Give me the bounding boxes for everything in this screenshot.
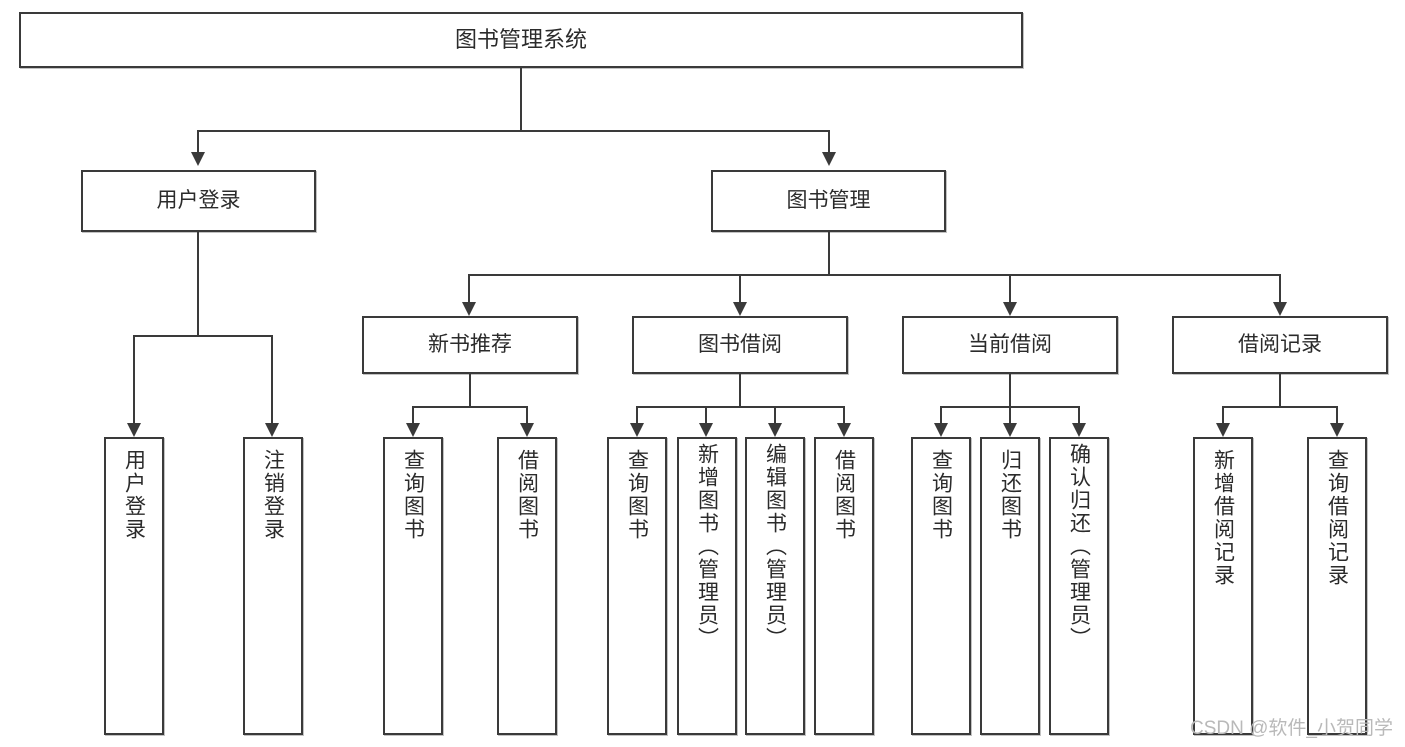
connector-book-management-stem xyxy=(828,232,830,274)
leaf-return-book[interactable]: 归还图书 xyxy=(980,437,1040,735)
connector-drop-user-login xyxy=(197,130,199,152)
arrowhead-leaf-bb-2 xyxy=(699,423,713,437)
node-label: 查询图书 xyxy=(929,449,953,541)
watermark-text: CSDN @软件_小贺同学 xyxy=(1190,718,1393,739)
leaf-user-login[interactable]: 用户登录 xyxy=(104,437,164,735)
connector-drop-leaf-br-2 xyxy=(1336,406,1338,423)
node-book-management[interactable]: 图书管理 xyxy=(711,170,946,232)
connector-borrow-record-bus xyxy=(1222,406,1338,408)
connector-drop-leaf-nbr-2 xyxy=(526,406,528,423)
arrowhead-current-borrow xyxy=(1003,302,1017,316)
arrowhead-leaf-cb-2 xyxy=(1003,423,1017,437)
arrowhead-leaf-cb-3 xyxy=(1072,423,1086,437)
connector-drop-leaf-cb-3 xyxy=(1078,406,1080,423)
node-label: 用户登录 xyxy=(156,188,241,212)
node-label: 借阅图书 xyxy=(832,449,856,541)
arrowhead-leaf-nbr-2 xyxy=(520,423,534,437)
connector-book-borrow-stem xyxy=(739,374,741,406)
leaf-confirm-return-admin[interactable]: 确认归还（管理员） xyxy=(1049,437,1109,735)
node-book-borrow[interactable]: 图书借阅 xyxy=(632,316,848,374)
arrowhead-leaf-bb-4 xyxy=(837,423,851,437)
connector-new-book-recommend-bus xyxy=(412,406,528,408)
connector-drop-new-book-recommend xyxy=(468,274,470,302)
node-label: 注销登录 xyxy=(261,449,285,541)
connector-drop-leaf-user-login xyxy=(133,335,135,423)
leaf-edit-book-admin[interactable]: 编辑图书（管理员） xyxy=(745,437,805,735)
node-label: 图书管理 xyxy=(786,188,871,212)
leaf-query-book-nbr[interactable]: 查询图书 xyxy=(383,437,443,735)
connector-drop-leaf-cb-2 xyxy=(1009,406,1011,423)
connector-drop-leaf-bb-2 xyxy=(705,406,707,423)
connector-drop-leaf-nbr-1 xyxy=(412,406,414,423)
node-user-login[interactable]: 用户登录 xyxy=(81,170,316,232)
connector-current-borrow-stem xyxy=(1009,374,1011,406)
connector-book-borrow-bus xyxy=(636,406,844,408)
connector-drop-leaf-logout xyxy=(271,335,273,423)
node-label: 归还图书 xyxy=(998,449,1022,541)
node-borrow-record[interactable]: 借阅记录 xyxy=(1172,316,1388,374)
leaf-borrow-book-bb[interactable]: 借阅图书 xyxy=(814,437,874,735)
connector-drop-leaf-br-1 xyxy=(1222,406,1224,423)
node-label: 新书推荐 xyxy=(428,332,512,356)
connector-drop-book-borrow xyxy=(739,274,741,302)
leaf-query-book-cb[interactable]: 查询图书 xyxy=(911,437,971,735)
node-label: 当前借阅 xyxy=(968,332,1052,356)
node-label: 图书借阅 xyxy=(698,332,782,356)
arrowhead-leaf-user-login xyxy=(127,423,141,437)
connector-drop-leaf-cb-1 xyxy=(940,406,942,423)
connector-root-stem xyxy=(520,68,522,130)
connector-drop-current-borrow xyxy=(1009,274,1011,302)
arrowhead-leaf-bb-1 xyxy=(630,423,644,437)
connector-user-login-bus xyxy=(133,335,273,337)
node-label: 借阅记录 xyxy=(1238,332,1322,356)
node-label: 借阅图书 xyxy=(515,449,539,541)
leaf-add-borrow-record[interactable]: 新增借阅记录 xyxy=(1193,437,1253,735)
node-new-book-recommend[interactable]: 新书推荐 xyxy=(362,316,578,374)
connector-level3-bus xyxy=(468,274,1280,276)
leaf-query-borrow-record[interactable]: 查询借阅记录 xyxy=(1307,437,1367,735)
connector-user-login-stem xyxy=(197,232,199,335)
node-label: 用户登录 xyxy=(122,449,146,541)
node-label: 图书管理系统 xyxy=(454,27,587,53)
connector-drop-book-management xyxy=(828,130,830,152)
node-label: 新增借阅记录 xyxy=(1211,449,1235,587)
leaf-logout[interactable]: 注销登录 xyxy=(243,437,303,735)
connector-new-book-recommend-stem xyxy=(469,374,471,406)
node-current-borrow[interactable]: 当前借阅 xyxy=(902,316,1118,374)
arrowhead-book-borrow xyxy=(733,302,747,316)
arrowhead-leaf-logout xyxy=(265,423,279,437)
arrowhead-book-management xyxy=(822,152,836,166)
connector-drop-leaf-bb-4 xyxy=(843,406,845,423)
node-label: 查询借阅记录 xyxy=(1325,449,1349,587)
arrowhead-borrow-record xyxy=(1273,302,1287,316)
node-label: 查询图书 xyxy=(401,449,425,541)
arrowhead-leaf-cb-1 xyxy=(934,423,948,437)
arrowhead-new-book-recommend xyxy=(462,302,476,316)
connector-level2-bus xyxy=(197,130,830,132)
node-label: 编辑图书（管理员） xyxy=(763,443,787,650)
leaf-query-book-bb[interactable]: 查询图书 xyxy=(607,437,667,735)
leaf-borrow-book-nbr[interactable]: 借阅图书 xyxy=(497,437,557,735)
arrowhead-leaf-br-1 xyxy=(1216,423,1230,437)
connector-drop-leaf-bb-3 xyxy=(774,406,776,423)
node-label: 新增图书（管理员） xyxy=(695,443,719,650)
node-root-book-management-system[interactable]: 图书管理系统 xyxy=(19,12,1023,68)
leaf-add-book-admin[interactable]: 新增图书（管理员） xyxy=(677,437,737,735)
node-label: 查询图书 xyxy=(625,449,649,541)
arrowhead-leaf-br-2 xyxy=(1330,423,1344,437)
arrowhead-leaf-nbr-1 xyxy=(406,423,420,437)
connector-drop-leaf-bb-1 xyxy=(636,406,638,423)
arrowhead-leaf-bb-3 xyxy=(768,423,782,437)
connector-drop-borrow-record xyxy=(1279,274,1281,302)
connector-borrow-record-stem xyxy=(1279,374,1281,406)
arrowhead-user-login xyxy=(191,152,205,166)
node-label: 确认归还（管理员） xyxy=(1067,443,1091,650)
